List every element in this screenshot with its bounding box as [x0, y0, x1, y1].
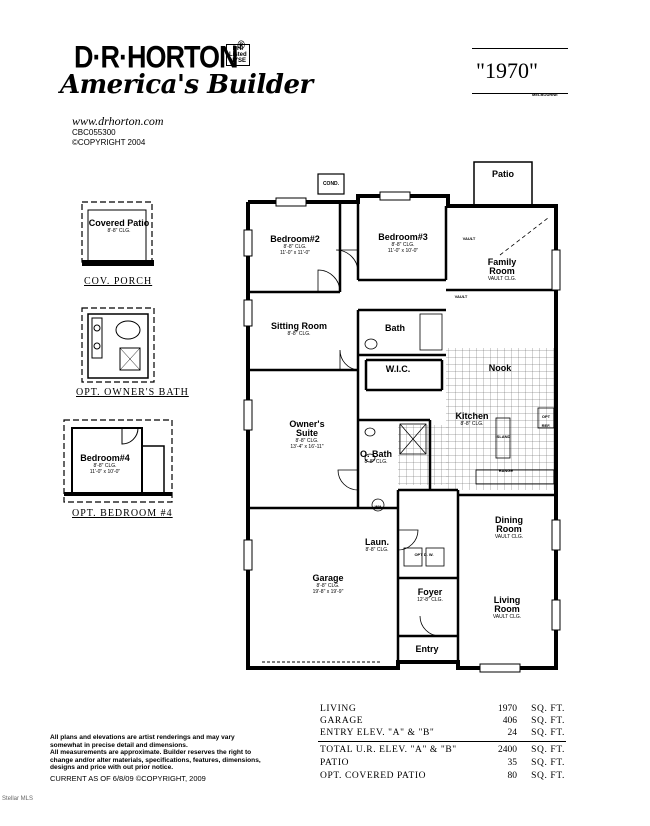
- website: www.drhorton.com: [72, 114, 164, 128]
- brand-logo: D·R·HORTON®: [74, 40, 245, 76]
- copyright: ©COPYRIGHT 2004: [72, 138, 146, 147]
- opt-dw-label: OPT D. W.: [414, 552, 434, 557]
- cond-label: COND.: [322, 181, 340, 187]
- brand-name: D·R·HORTON: [74, 40, 238, 75]
- owners-bath-diagram: [81, 307, 155, 383]
- entry-label: Entry: [415, 644, 439, 654]
- model-frame: [472, 48, 568, 94]
- bath-label: Bath: [385, 323, 405, 333]
- patio-label: Patio: [491, 169, 514, 179]
- opt-ref-label: OPT REF.: [541, 414, 551, 428]
- disclaimer-line: somewhat in precise detail and dimension…: [50, 741, 188, 749]
- license: CBC055300: [72, 128, 116, 137]
- vault-label-1: VAULT: [462, 236, 476, 241]
- vault-label-2: VAULT: [454, 294, 468, 299]
- registered-mark: ®: [237, 40, 244, 53]
- current-as-of: CURRENT AS OF 6/8/09 ©COPYRIGHT, 2009: [50, 773, 206, 783]
- disclaimer-line: designs and price with out prior notice.: [50, 764, 174, 771]
- owners-bath-label: OPT. OWNER'S BATH: [76, 387, 189, 398]
- nook-label: Nook: [488, 363, 512, 373]
- island-label: ISLAND: [495, 434, 511, 439]
- table-divider: [318, 741, 566, 742]
- badge-exchange: NYSE: [229, 58, 246, 64]
- watermark: Stellar MLS: [2, 796, 34, 802]
- disclaimer-line: All measurements are approximate. Builde…: [50, 749, 252, 756]
- exchange-badge: DHI Listed NYSE: [226, 44, 250, 66]
- covered-porch-diagram: [81, 201, 154, 266]
- model-name: "1970": [476, 58, 538, 83]
- laundry-label: Laun.8'-8" CLG.: [365, 537, 389, 554]
- bedroom4-label: OPT. BEDROOM #4: [72, 508, 173, 519]
- wic-label: W.I.C.: [385, 364, 411, 374]
- bedroom4-diagram: [63, 419, 173, 503]
- disclaimer: All plans and elevations are artist rend…: [50, 734, 300, 782]
- disclaimer-line: change and/or alter materials, specifica…: [50, 756, 261, 764]
- covered-porch-label: COV. PORCH: [84, 276, 153, 287]
- wh-label: WH: [374, 504, 382, 509]
- model-location: MELBOURNE: [532, 92, 558, 97]
- disclaimer-line: All plans and elevations are artist rend…: [50, 734, 235, 741]
- badge-listed: Listed: [229, 52, 247, 58]
- badge-ticker: DHI: [232, 46, 243, 52]
- tagline: America's Builder: [60, 70, 313, 100]
- range-label: RANGE: [498, 468, 514, 473]
